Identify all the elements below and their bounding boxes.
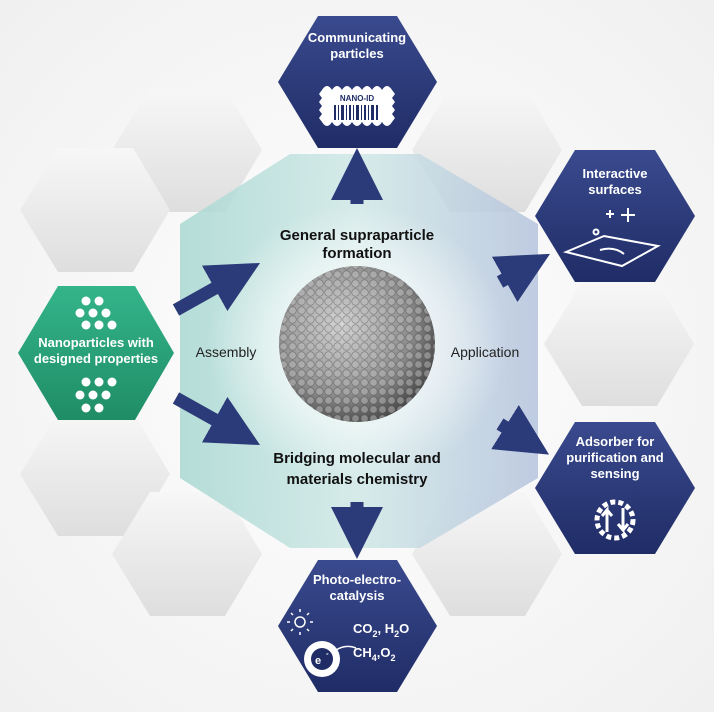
communicating-line2: particles	[330, 46, 383, 61]
assembly-label: Assembly	[196, 344, 257, 360]
interactive-line1: Interactive	[582, 166, 647, 181]
filter-icon	[594, 499, 636, 541]
photo-line2: catalysis	[330, 588, 385, 603]
communicating-line1: Communicating	[308, 30, 406, 45]
photo-line1: Photo-electro-	[313, 572, 401, 587]
center-title-line2: formation	[322, 245, 391, 262]
particle-electron-icon: e -	[304, 641, 357, 677]
interactive-line2: surfaces	[588, 182, 641, 197]
adsorber-line2: purification and	[566, 450, 664, 465]
grey-hexagon	[20, 148, 170, 272]
center-subtitle-line1: Bridging molecular and	[273, 450, 441, 467]
barcode-icon: NANO-ID	[319, 86, 395, 126]
arrow-application-down	[491, 405, 550, 455]
node-interactive-surfaces: Interactive surfaces	[535, 150, 695, 282]
grey-hexagon	[544, 282, 694, 406]
nanoparticles-line2: designed properties	[34, 351, 158, 366]
arrow-application-up	[491, 253, 550, 303]
sparkle-surface-icon	[562, 208, 661, 268]
arrows	[172, 148, 550, 559]
application-label: Application	[451, 344, 520, 360]
electron-label: e	[315, 655, 321, 667]
nanoparticle-dots-icon	[75, 296, 117, 413]
nanoparticles-line1: Nanoparticles with	[38, 335, 154, 350]
node-communicating-particles: Communicating particles NANO-ID	[278, 16, 437, 148]
sun-icon	[287, 609, 313, 635]
center-subtitle-line2: materials chemistry	[287, 471, 429, 488]
nano-id-badge: NANO-ID	[340, 94, 374, 103]
grey-hexagon	[20, 412, 170, 536]
supraparticle-image	[279, 266, 435, 422]
photo-reactants: CO2, H2O	[353, 621, 409, 639]
adsorber-line1: Adsorber for	[576, 434, 655, 449]
node-photo-electro-catalysis: Photo-electro- catalysis e - CO2, H2O CH…	[278, 560, 437, 692]
center-title-line1: General supraparticle	[280, 227, 434, 244]
arrow-assembly-down	[172, 392, 261, 446]
adsorber-line3: sensing	[590, 466, 639, 481]
photo-products: CH4,O2	[353, 645, 396, 663]
electron-charge: -	[326, 649, 329, 658]
grey-hexagon	[112, 492, 262, 616]
node-nanoparticles[interactable]: Nanoparticles with designed properties	[18, 286, 174, 420]
arrow-assembly-up	[172, 262, 261, 316]
node-adsorber: Adsorber for purification and sensing	[535, 422, 695, 554]
